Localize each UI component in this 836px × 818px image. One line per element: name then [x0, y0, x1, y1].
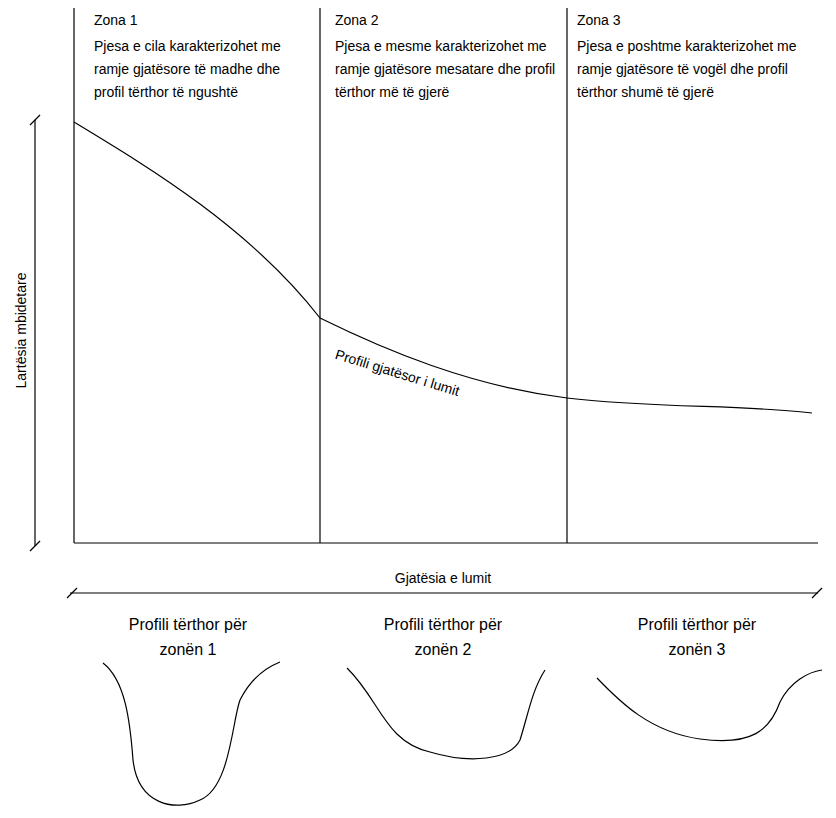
axis-label: Lartësia mbidetare	[14, 272, 31, 388]
zone-band: Zona 1 Pjesa e cila karakterizohet me ram…	[74, 0, 320, 543]
zone-description: Pjesa e mesme karakterizohet me ramje gj…	[335, 35, 561, 104]
axis-label: Gjatësia e lumit	[395, 570, 491, 587]
section-title: Profili tërthor për zonën 1	[108, 612, 268, 662]
dimension-line	[70, 592, 818, 593]
cross-section	[347, 668, 545, 759]
cross-section	[103, 662, 280, 805]
zone-title: Zona 2	[335, 12, 561, 29]
zone-divider	[319, 8, 320, 543]
zone-description: Pjesa e poshtme karakterizohet me ramje …	[577, 35, 830, 104]
tick-mark	[67, 588, 77, 598]
zone-band: Zona 2 Pjesa e mesme karakterizohet me ra…	[320, 0, 567, 543]
tick-mark	[30, 115, 40, 125]
longitudinal-profile	[74, 122, 812, 413]
tick-mark	[812, 588, 822, 598]
zone-title: Zona 3	[577, 12, 830, 29]
axis-line	[73, 8, 74, 543]
section-title: Profili tërthor për zonën 3	[617, 612, 777, 662]
dimension-line	[34, 120, 35, 546]
zone-divider	[566, 8, 567, 543]
cross-section	[597, 670, 822, 741]
section-title: Profili tërthor për zonën 2	[363, 612, 523, 662]
tick-mark	[30, 541, 40, 551]
zone-title: Zona 1	[94, 12, 314, 29]
zone-band: Zona 3 Pjesa e poshtme karakterizohet me …	[567, 0, 836, 543]
curve-label: Profili gjatësor i lumit	[333, 346, 461, 400]
zone-description: Pjesa e cila karakterizohet me ramje gja…	[94, 35, 314, 104]
axis-line	[74, 542, 818, 543]
